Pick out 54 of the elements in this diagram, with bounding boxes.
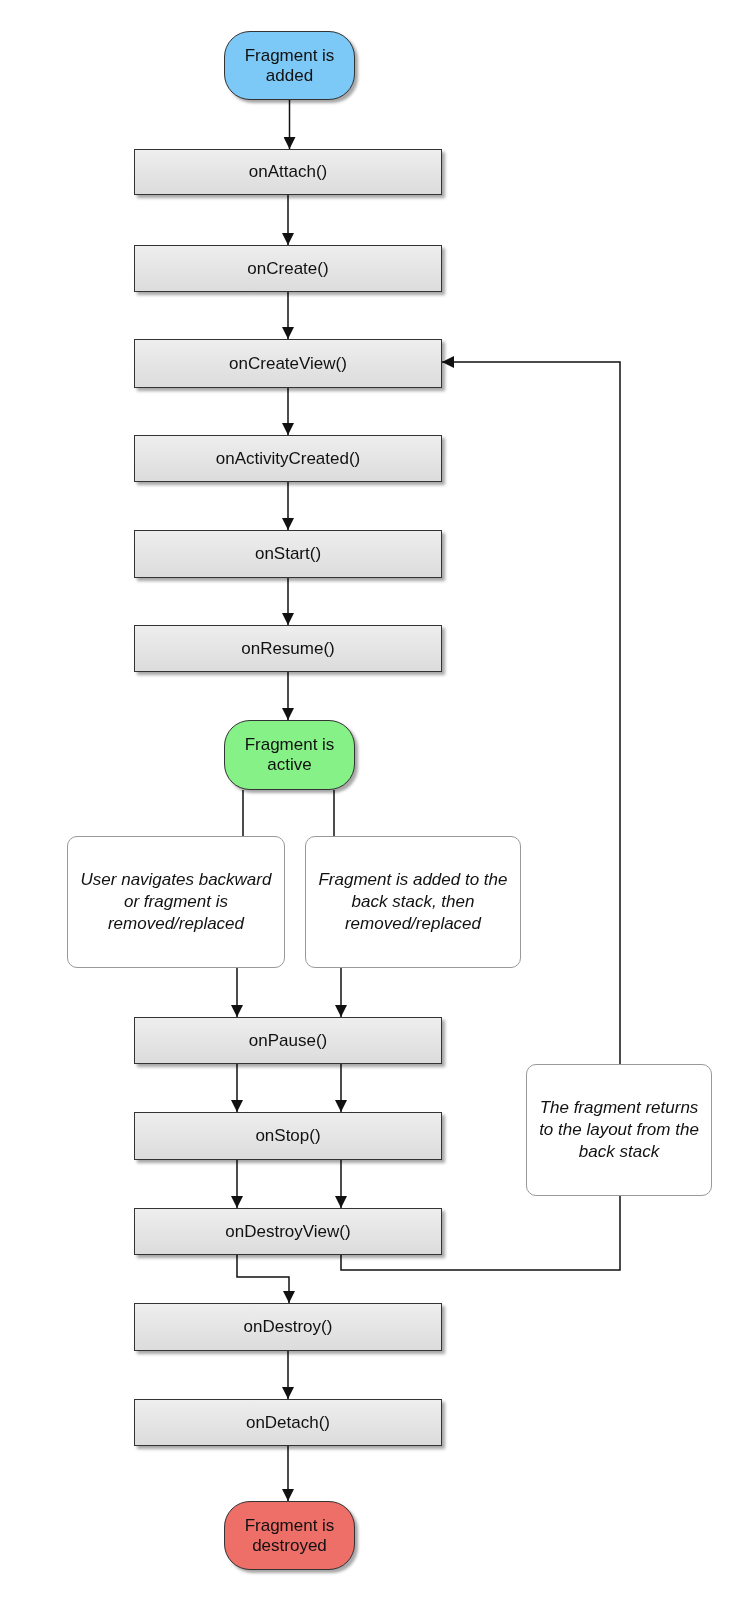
method-name: onDestroyView() <box>225 1221 351 1242</box>
note-text: User navigates backward or fragment is removed/replaced <box>79 868 273 936</box>
note-text: Fragment is added to the back stack, then removed/replaced <box>317 868 509 936</box>
state-pill <box>224 1501 355 1570</box>
state-pill <box>224 720 355 790</box>
arrow <box>236 1254 295 1304</box>
state-label: Fragment is added <box>243 45 336 86</box>
arrow <box>282 671 294 721</box>
process-box <box>134 1208 442 1255</box>
method-name: onCreateView() <box>229 353 347 374</box>
state-pill <box>224 31 355 100</box>
arrow <box>335 1159 347 1209</box>
arrow <box>231 967 243 1018</box>
arrow <box>282 291 294 340</box>
connector-line <box>340 1195 621 1271</box>
arrow <box>282 577 294 626</box>
process-box <box>134 1399 442 1446</box>
method-name: onAttach() <box>248 162 328 182</box>
arrow <box>282 1445 294 1502</box>
process-box <box>134 1303 442 1351</box>
process-box <box>134 1112 442 1160</box>
arrow <box>282 387 294 436</box>
state-label: Fragment is active <box>243 735 336 775</box>
method-name: onActivityCreated() <box>215 448 361 469</box>
note-box <box>67 836 285 968</box>
arrow <box>231 1063 243 1113</box>
method-name: onDetach() <box>245 1412 331 1433</box>
process-box <box>134 1017 442 1064</box>
note-text: The fragment returns to the layout from the back stack <box>538 1096 700 1164</box>
process-box <box>134 435 442 482</box>
process-box <box>134 149 442 195</box>
arrow <box>282 194 294 246</box>
method-name: onCreate() <box>247 258 329 279</box>
process-box <box>134 625 442 672</box>
method-name: onResume() <box>241 638 335 659</box>
arrow <box>282 481 294 531</box>
arrow <box>335 1063 347 1113</box>
arrow <box>231 1159 243 1209</box>
process-box <box>134 245 442 292</box>
process-box <box>134 339 442 388</box>
connector-line <box>242 789 244 837</box>
arrow <box>335 967 347 1018</box>
method-name: onStart() <box>254 544 322 564</box>
note-box <box>305 836 521 968</box>
method-name: onStop() <box>255 1126 321 1146</box>
method-name: onPause() <box>248 1030 328 1051</box>
note-box <box>526 1064 712 1196</box>
state-label: Fragment is destroyed <box>243 1515 336 1556</box>
process-box <box>134 530 442 578</box>
connector-line <box>333 789 335 837</box>
method-name: onDestroy() <box>243 1317 333 1337</box>
arrow <box>441 356 621 1065</box>
arrow <box>283 99 296 150</box>
arrow <box>282 1350 294 1400</box>
